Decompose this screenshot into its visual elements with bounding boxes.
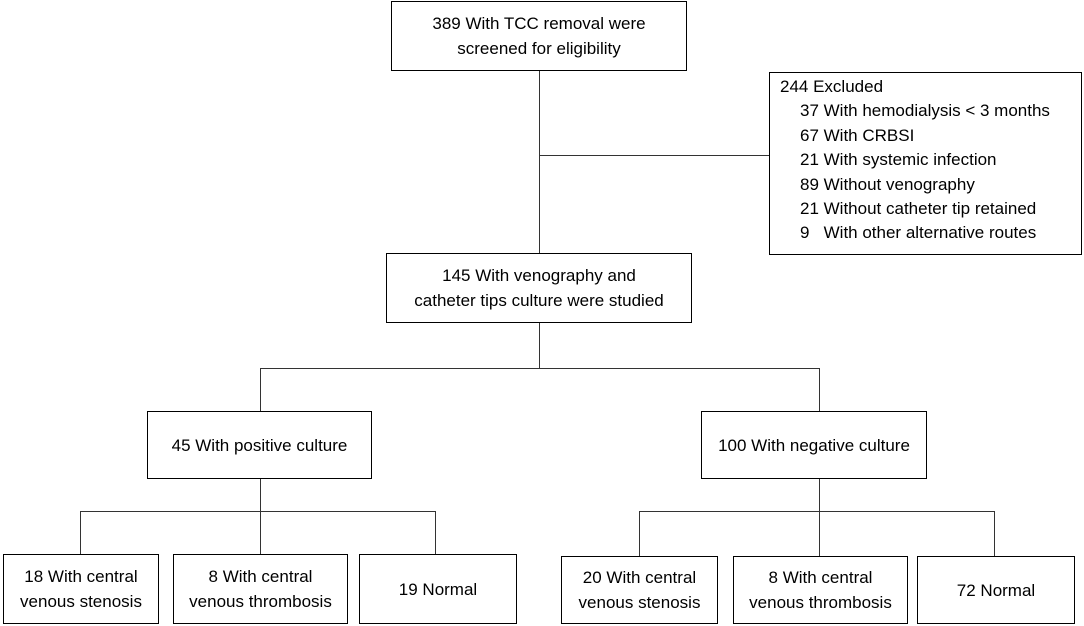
screened-box: 389 With TCC removal were screened for e… bbox=[391, 1, 687, 71]
connector-neg-thrombosis bbox=[819, 511, 820, 557]
positive-stenosis-box: 18 With central venous stenosis bbox=[3, 554, 159, 624]
connector-positive-down bbox=[260, 478, 261, 511]
outcome-line-1: 19 Normal bbox=[398, 579, 478, 599]
screened-line-1: 389 With TCC removal were bbox=[432, 14, 646, 33]
excluded-item: 9 With other alternative routes bbox=[800, 223, 1037, 243]
connector-to-positive bbox=[260, 368, 261, 412]
excluded-box: 244 Excluded 37 With hemodialysis < 3 mo… bbox=[769, 72, 1082, 255]
excluded-item: 67 With CRBSI bbox=[800, 125, 915, 145]
outcome-line-2: venous thrombosis bbox=[749, 593, 892, 612]
connector-to-negative bbox=[819, 368, 820, 412]
connector-negative-split bbox=[639, 511, 995, 512]
negative-thrombosis-box: 8 With central venous thrombosis bbox=[733, 556, 908, 624]
excluded-item: 21 Without catheter tip retained bbox=[800, 199, 1037, 219]
studied-box: 145 With venography and catheter tips cu… bbox=[386, 253, 692, 323]
positive-culture-label: 45 With positive culture bbox=[171, 435, 348, 455]
studied-line-1: 145 With venography and bbox=[442, 266, 636, 285]
excluded-header: 244 Excluded bbox=[780, 77, 884, 96]
connector-neg-normal bbox=[994, 511, 995, 557]
connector-pos-thrombosis bbox=[260, 511, 261, 555]
negative-stenosis-box: 20 With central venous stenosis bbox=[561, 556, 718, 624]
screened-line-2: screened for eligibility bbox=[457, 39, 621, 58]
connector-studied-down bbox=[539, 322, 540, 368]
excluded-item: 89 Without venography bbox=[800, 174, 975, 194]
excluded-item: 21 With systemic infection bbox=[800, 150, 997, 170]
connector-positive-split bbox=[80, 511, 436, 512]
connector-split-horizontal bbox=[260, 368, 820, 369]
connector-pos-stenosis bbox=[80, 511, 81, 555]
connector-screen-to-studied bbox=[539, 70, 540, 254]
connector-to-excluded bbox=[539, 155, 770, 156]
excluded-item: 37 With hemodialysis < 3 months bbox=[800, 101, 1050, 121]
outcome-line-1: 8 With central bbox=[768, 568, 873, 587]
outcome-line-2: venous stenosis bbox=[20, 592, 142, 611]
connector-negative-down bbox=[819, 478, 820, 511]
negative-normal-box: 72 Normal bbox=[917, 556, 1075, 624]
positive-normal-box: 19 Normal bbox=[359, 554, 517, 624]
outcome-line-1: 20 With central bbox=[582, 568, 697, 587]
outcome-line-1: 8 With central bbox=[208, 567, 313, 586]
outcome-line-1: 72 Normal bbox=[956, 580, 1036, 600]
negative-culture-label: 100 With negative culture bbox=[718, 435, 910, 455]
positive-thrombosis-box: 8 With central venous thrombosis bbox=[173, 554, 348, 624]
negative-culture-box: 100 With negative culture bbox=[701, 411, 927, 479]
connector-neg-stenosis bbox=[639, 511, 640, 557]
outcome-line-2: venous stenosis bbox=[578, 593, 701, 612]
outcome-line-1: 18 With central bbox=[24, 567, 138, 586]
positive-culture-box: 45 With positive culture bbox=[147, 411, 372, 479]
connector-pos-normal bbox=[435, 511, 436, 555]
outcome-line-2: venous thrombosis bbox=[189, 592, 332, 611]
studied-line-2: catheter tips culture were studied bbox=[414, 291, 664, 310]
